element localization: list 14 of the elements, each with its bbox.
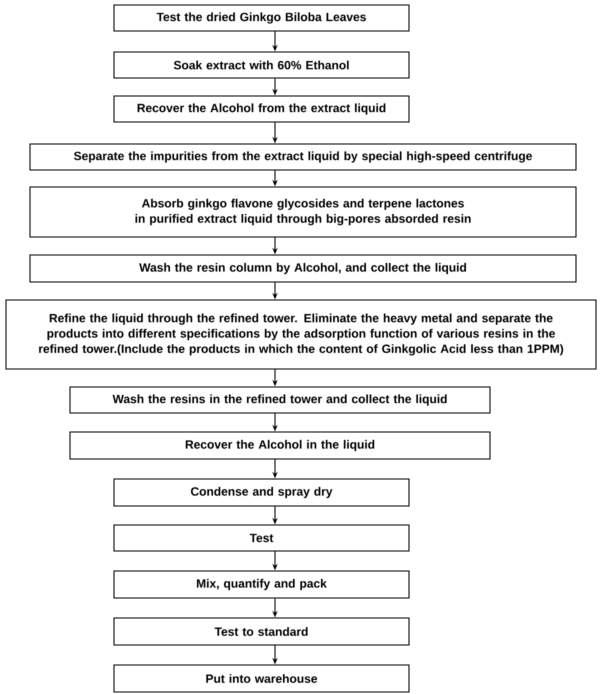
- process-box: Condense and spray dry: [113, 478, 410, 507]
- process-box: Mix, quantify and pack: [113, 570, 410, 599]
- process-box: Refine the liquid through the refined tower. Eliminate the heavy metal and separate the products into different specifications by the adsorption function of various resins in the refined tower.(Include the products in which the content of Ginkgolic Acid less than 1PPM): [5, 299, 597, 370]
- process-box: Test to standard: [113, 617, 410, 646]
- process-box: Test the dried Ginkgo Biloba Leaves: [113, 4, 410, 32]
- process-box: Recover the Alcohol from the extract liquid: [113, 95, 410, 123]
- process-box: Absorb ginkgo flavone glycosides and terpene lactones in purified extract liquid through big-pores absorded resin: [29, 186, 577, 238]
- process-box: Put into warehouse: [113, 664, 410, 693]
- process-box: Test: [113, 524, 410, 552]
- process-box: Wash the resins in the refined tower and collect the liquid: [69, 386, 491, 414]
- process-box: Recover the Alcohol in the liquid: [69, 431, 491, 460]
- process-box: Wash the resin column by Alcohol, and collect the liquid: [29, 254, 577, 283]
- process-box: Soak extract with 60% Ethanol: [113, 51, 410, 79]
- process-box: Separate the impurities from the extract liquid by special high-speed centrifuge: [29, 143, 577, 171]
